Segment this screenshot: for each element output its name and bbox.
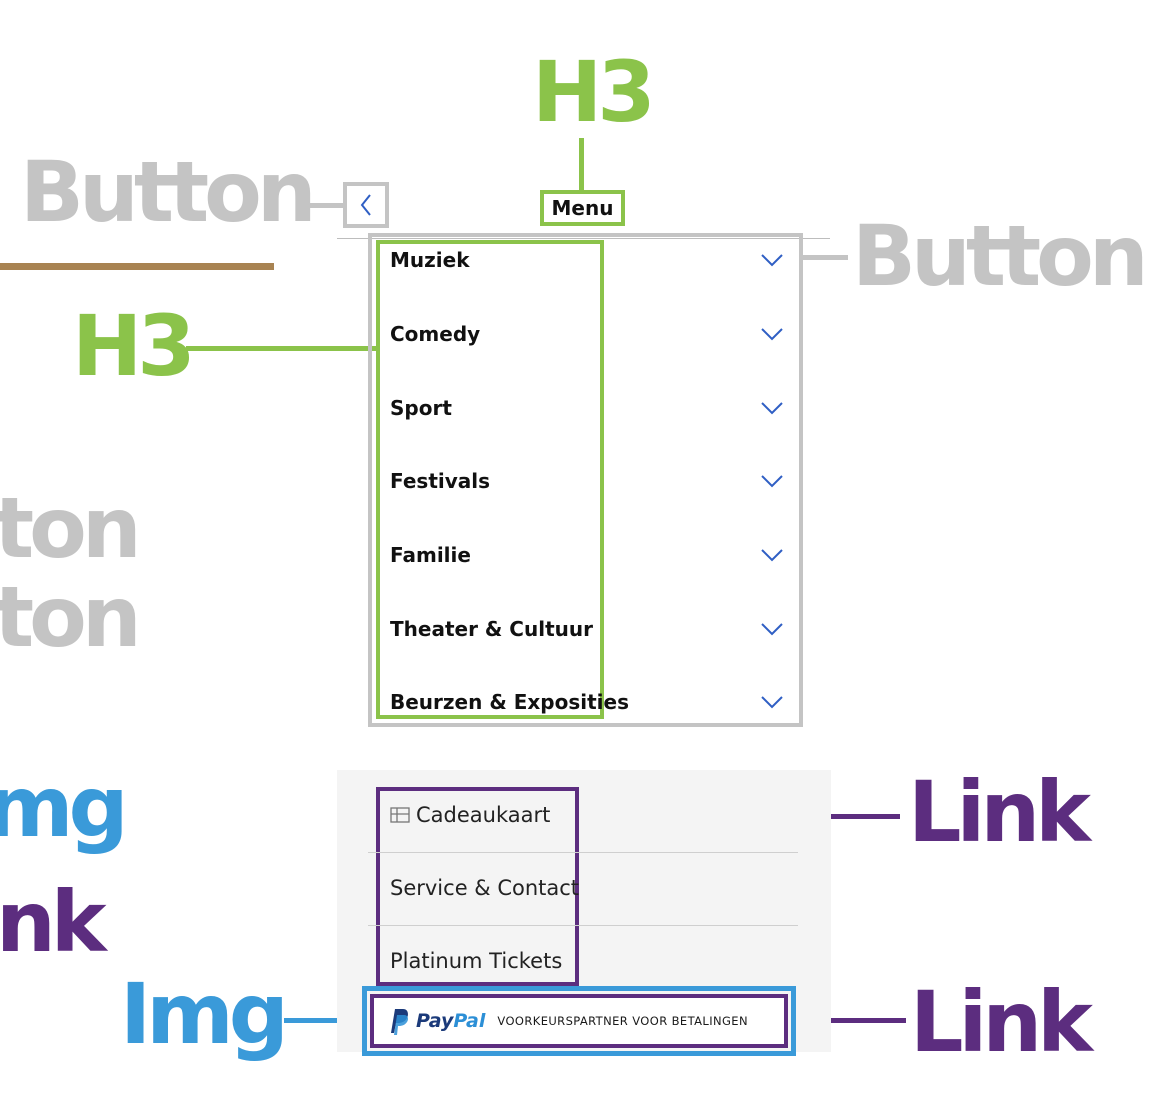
annotation-button-cut-2: ton (0, 568, 142, 666)
chevron-down-icon[interactable] (758, 251, 786, 269)
footer-link-cadeaukaart[interactable]: Cadeaukaart (390, 803, 550, 827)
annotation-img-cut: mg (0, 758, 129, 856)
category-comedy[interactable]: Comedy (390, 322, 481, 346)
category-sport[interactable]: Sport (390, 396, 452, 420)
chevron-down-icon[interactable] (758, 546, 786, 564)
footer-link-label: Cadeaukaart (416, 803, 551, 827)
category-headings-outline (376, 240, 604, 719)
annotation-connector (284, 1018, 366, 1023)
footer-divider (368, 925, 798, 926)
annotation-h3-left: H3 (72, 297, 196, 395)
paypal-brand: PayPal (416, 1010, 486, 1032)
paypal-link[interactable]: PayPal VOORKEURSPARTNER VOOR BETALINGEN (370, 994, 788, 1048)
chevron-down-icon[interactable] (758, 325, 786, 343)
category-festivals[interactable]: Festivals (390, 469, 491, 493)
chevron-down-icon[interactable] (758, 472, 786, 490)
annotation-img-label: Img (120, 965, 289, 1063)
back-button[interactable] (343, 182, 389, 228)
footer-links-outline (376, 787, 579, 986)
paypal-logo-icon (391, 1009, 408, 1035)
chevron-down-icon[interactable] (758, 693, 786, 711)
header-divider (337, 238, 830, 239)
brown-divider (0, 263, 274, 270)
annotation-link-bottom: Link (910, 973, 1093, 1071)
paypal-tagline: VOORKEURSPARTNER VOOR BETALINGEN (497, 1014, 748, 1028)
annotation-connector (803, 255, 848, 260)
footer-divider (368, 852, 798, 853)
chevron-down-icon[interactable] (758, 620, 786, 638)
annotation-connector (298, 203, 343, 208)
footer-link-label: Platinum Tickets (390, 949, 563, 973)
category-muziek[interactable]: Muziek (390, 248, 470, 272)
annotation-link-top: Link (908, 763, 1091, 861)
category-familie[interactable]: Familie (390, 543, 471, 567)
annotation-button-cut-1: ton (0, 479, 142, 577)
category-theater-cultuur[interactable]: Theater & Cultuur (390, 617, 593, 641)
category-buttons-outline (368, 233, 803, 727)
paypal-img-outline (362, 986, 796, 1056)
annotation-button-right: Button (852, 207, 1149, 305)
footer-link-label: Service & Contact (390, 876, 580, 900)
footer-link-platinum-tickets[interactable]: Platinum Tickets (390, 949, 562, 973)
annotation-link-cut: nk (0, 873, 107, 971)
category-beurzen-exposities[interactable]: Beurzen & Exposities (390, 690, 629, 714)
annotation-h3-top: H3 (532, 43, 656, 141)
annotation-connector (579, 138, 584, 190)
chevron-left-icon (360, 194, 371, 216)
annotation-connector (186, 346, 378, 351)
chevron-down-icon[interactable] (758, 399, 786, 417)
footer-link-service-contact[interactable]: Service & Contact (390, 876, 579, 900)
gift-card-icon (390, 807, 410, 823)
annotation-connector (796, 1018, 906, 1023)
annotation-button-left: Button (20, 143, 317, 241)
menu-title: Menu (540, 190, 625, 226)
